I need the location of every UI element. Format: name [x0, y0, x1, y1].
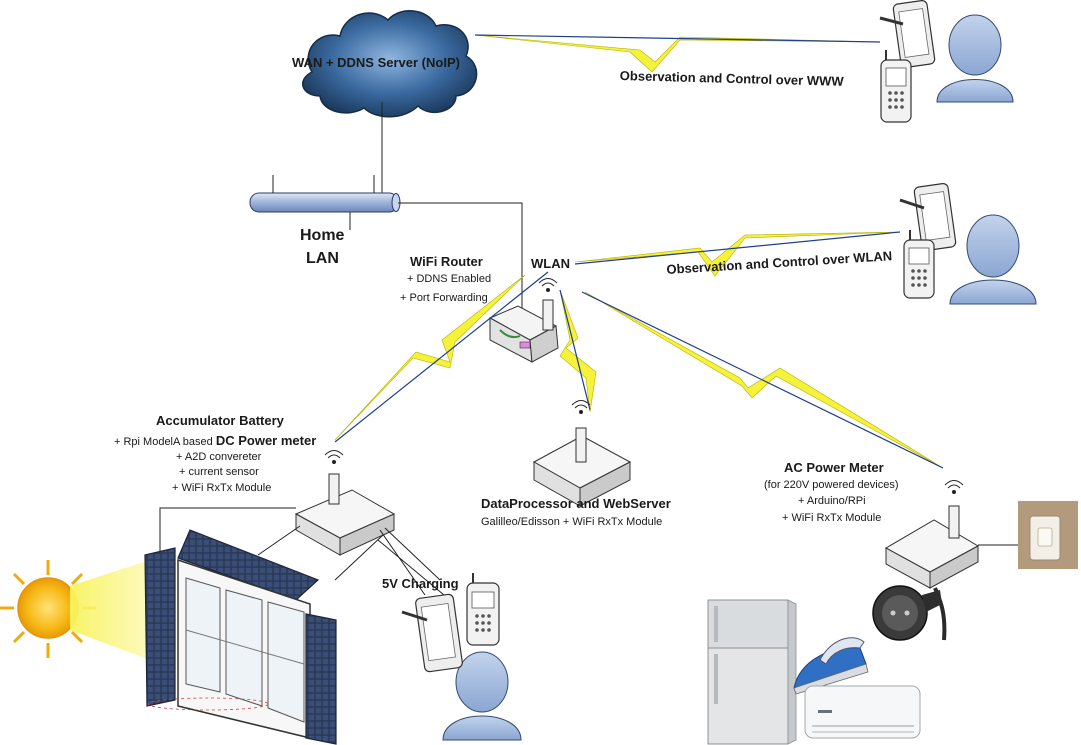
ac-meter-feature-arduino: + Arduino/RPi	[798, 495, 866, 507]
wifi-router-icon	[488, 278, 559, 363]
battery-feature-a2d: + A2D convereter	[176, 451, 262, 463]
battery-feature-current: + current sensor	[179, 466, 259, 478]
www-lightning-link	[474, 34, 881, 73]
home-lan-label-line2: LAN	[306, 250, 339, 267]
power-plug-icon	[872, 585, 947, 641]
www-tablet-icon	[879, 0, 936, 69]
wlan-control-lightning-link	[574, 231, 901, 277]
battery-feature-wifi: + WiFi RxTx Module	[172, 482, 272, 494]
dc-power-meter-icon	[294, 450, 396, 556]
air-conditioner-icon	[804, 685, 921, 739]
wifi-router-title: WiFi Router	[410, 254, 483, 269]
wlan-tablet-icon	[899, 182, 957, 252]
wlan-label: WLAN	[531, 256, 570, 271]
wan-cloud-icon	[302, 10, 478, 118]
dataprocessor-subtitle: Galilleo/Edisson + WiFi RxTx Module	[481, 516, 663, 528]
home-lan-label-line1: Home	[300, 227, 345, 244]
battery-dc-meter-line: + Rpi ModelA based DC Power meter	[114, 432, 316, 450]
wall-socket-icon	[1018, 501, 1078, 569]
charging-tablet-icon	[401, 593, 463, 673]
sunlight-beam	[70, 560, 150, 660]
battery-title: Accumulator Battery	[156, 413, 284, 428]
www-phone-icon	[880, 50, 912, 123]
wan-ddns-label: WAN + DDNS Server (NoIP)	[292, 55, 460, 70]
lan-router-wire	[398, 202, 523, 320]
refrigerator-icon	[707, 599, 797, 745]
wlan-user-person-icon	[949, 214, 1037, 305]
dataprocessor-server-icon	[532, 400, 632, 507]
solar-window-icon	[144, 529, 337, 745]
dc-meter-wires	[159, 507, 451, 601]
wlan-battery-lightning-link	[334, 271, 549, 443]
charging-label: 5V Charging	[382, 576, 459, 591]
router-feature-portforward: + Port Forwarding	[400, 292, 488, 304]
wlan-acmeter-lightning-link	[581, 291, 944, 469]
dataprocessor-title: DataProcessor and WebServer	[481, 496, 671, 511]
battery-dc-meter-bold: DC Power meter	[215, 433, 317, 448]
router-feature-ddns: + DDNS Enabled	[407, 273, 492, 285]
ac-meter-title: AC Power Meter	[784, 460, 884, 475]
ac-power-meter-icon	[884, 480, 980, 589]
charging-phone-icon	[466, 573, 500, 646]
battery-dc-meter-prefix: + Rpi ModelA based	[114, 436, 216, 448]
ac-meter-feature-wifi: + WiFi RxTx Module	[782, 512, 882, 524]
wlan-dataprocessor-lightning-link	[559, 289, 597, 413]
home-lan-pipe-icon	[249, 175, 401, 230]
ac-meter-feature-220v: (for 220V powered devices)	[764, 479, 899, 491]
wlan-phone-icon	[903, 230, 935, 299]
www-user-person-icon	[936, 14, 1014, 103]
charging-user-person-icon	[442, 651, 522, 741]
